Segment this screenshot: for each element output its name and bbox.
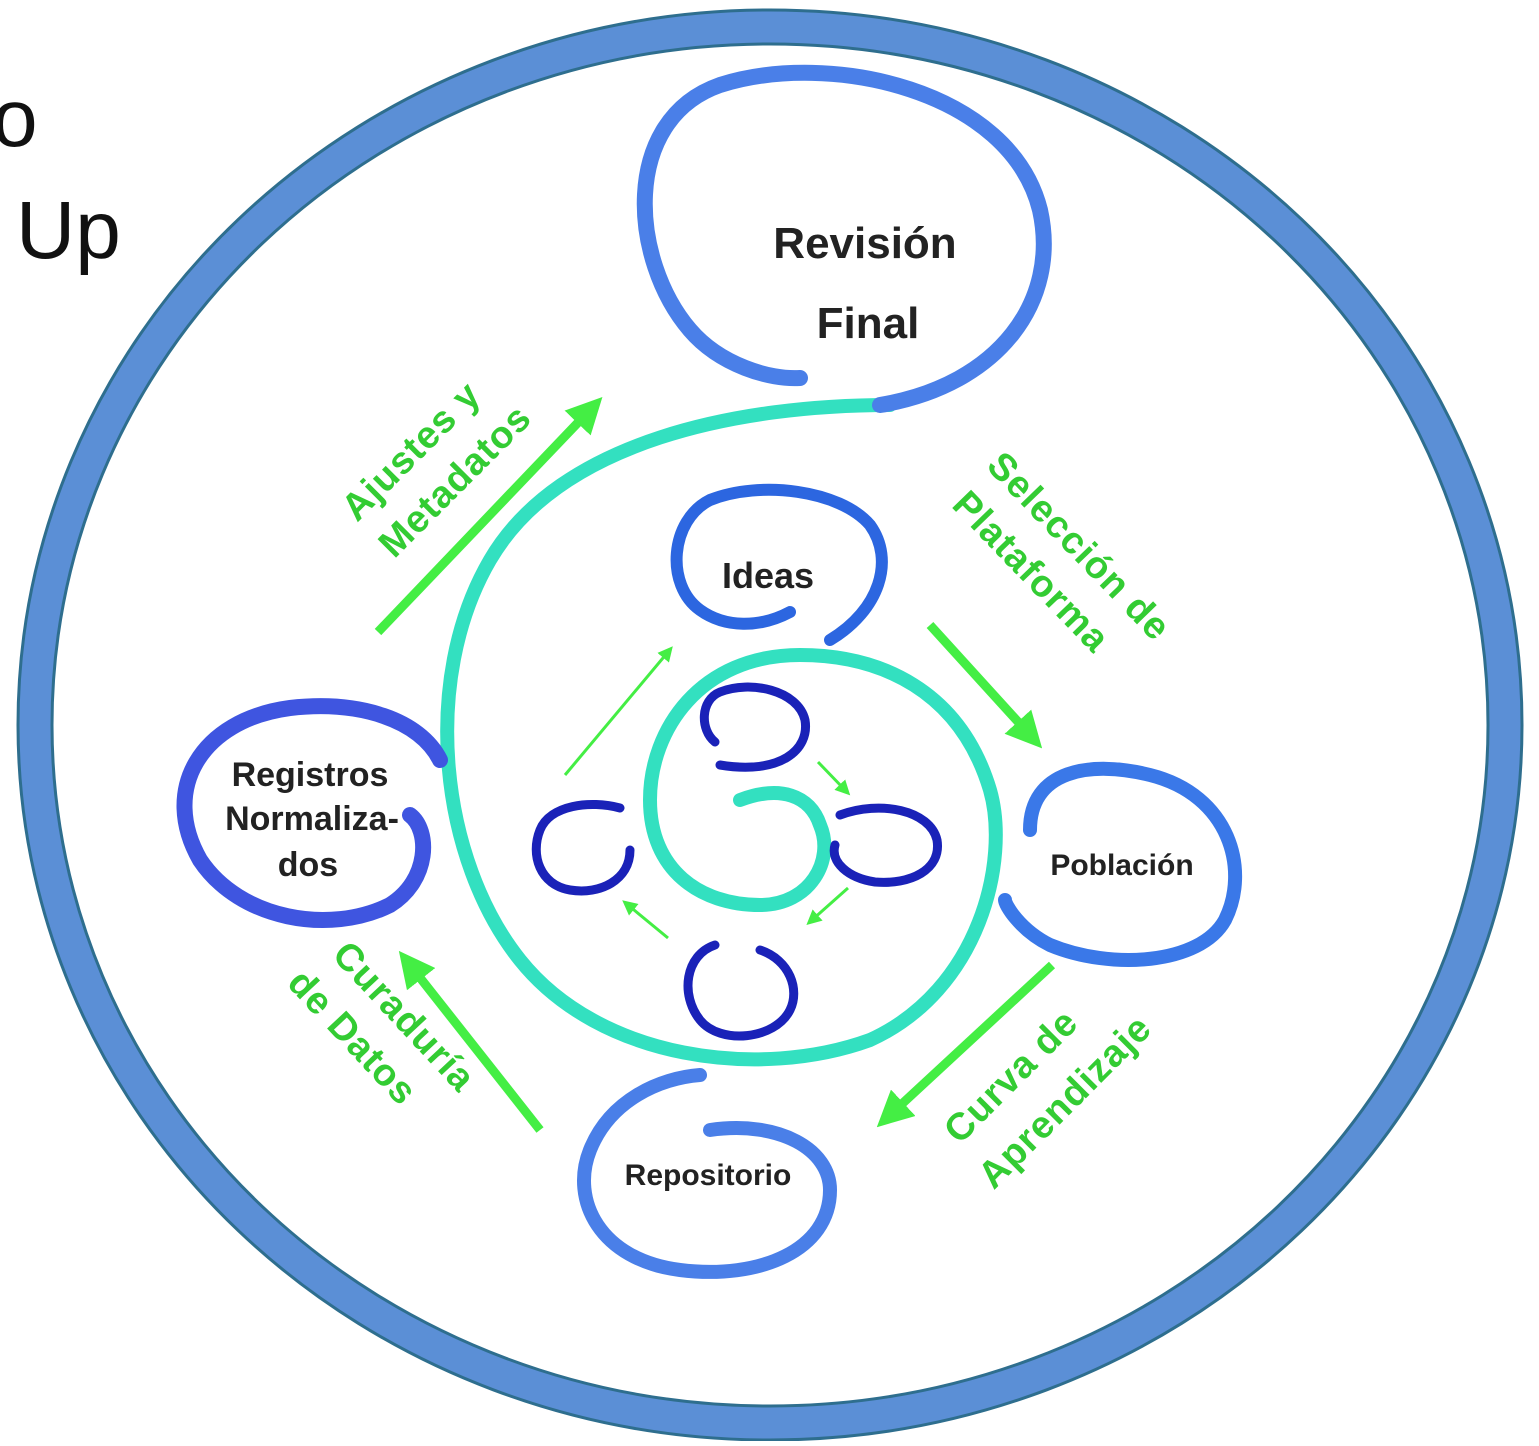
inner-loop-top (699, 682, 811, 772)
label-poblacion: Población (1050, 849, 1193, 882)
label-revision-line2: Final (817, 299, 920, 348)
label-revision-line1: Revisión (773, 219, 956, 268)
main-spiral (440, 398, 1003, 1067)
loop-registros (176, 698, 448, 928)
inner-arrow-to-ideas (563, 646, 673, 776)
inner-loop-left (531, 800, 635, 896)
inner-loop-right (829, 803, 942, 887)
label-registros-line2: Normaliza- (225, 800, 399, 838)
corner-title-fragment-1: o (0, 73, 38, 164)
inner-arrow-top-right (816, 760, 851, 796)
label-registros-line3: dos (278, 846, 338, 884)
arrow-curva (876, 961, 1056, 1128)
label-ideas: Ideas (722, 555, 814, 596)
label-repositorio: Repositorio (625, 1159, 792, 1192)
outer-frame-edge (16, 8, 1524, 1442)
loop-repositorio (577, 1068, 838, 1279)
inner-frame-edge (50, 42, 1490, 1408)
arrow-seleccion (926, 621, 1043, 749)
arrow-ajustes (374, 396, 603, 636)
inner-arrow-bottom-right (806, 886, 849, 925)
arrow-curaduria (398, 950, 544, 1133)
inner-loop-bottom (683, 940, 799, 1041)
outer-frame-ring (18, 10, 1522, 1440)
loop-revision-final (636, 64, 1052, 413)
corner-title-fragment-2: Up (16, 185, 121, 276)
loop-poblacion (998, 761, 1243, 967)
label-registros-line1: Registros (232, 756, 389, 794)
inner-arrow-bottom-left (622, 900, 669, 940)
loop-ideas (670, 483, 888, 646)
